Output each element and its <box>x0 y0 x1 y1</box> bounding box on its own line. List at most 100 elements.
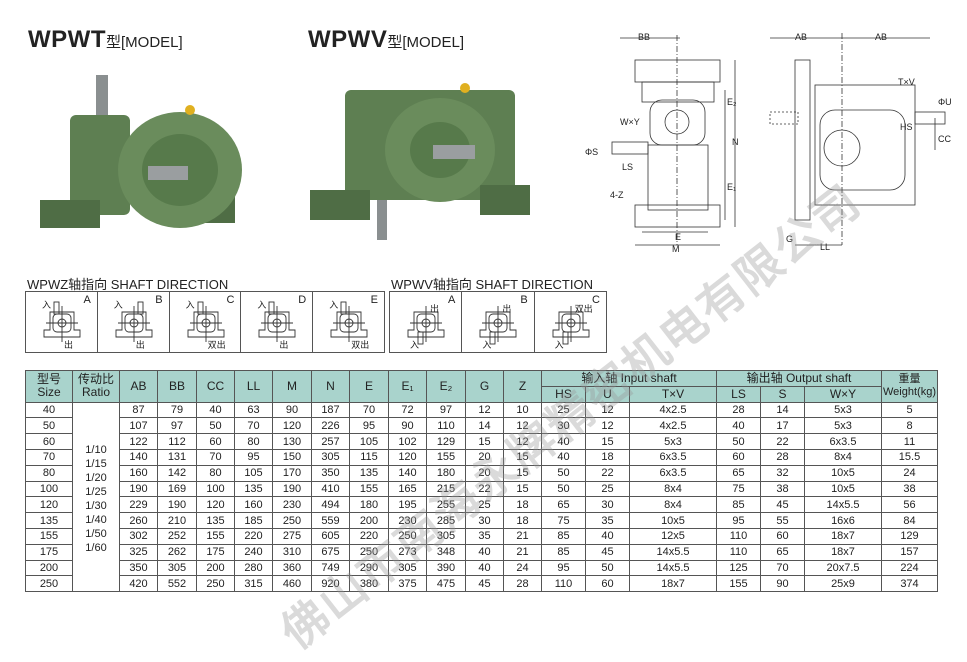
output-marker: 出 <box>135 340 145 350</box>
table-cell: 290 <box>349 559 389 577</box>
table-cell: 210 <box>157 512 197 529</box>
table-cell: 22 <box>585 464 630 482</box>
table-cell: 15 <box>465 433 504 450</box>
table-cell: 12 <box>503 417 542 435</box>
table-cell: 110 <box>716 543 761 561</box>
table-cell: 70 <box>349 401 389 419</box>
table-cell: 920 <box>311 575 350 593</box>
table-cell: 50 <box>541 464 586 482</box>
table-cell: 195 <box>388 496 427 514</box>
label-4z: 4-Z <box>610 190 624 200</box>
header-7: E₁ <box>388 370 427 403</box>
table-cell: 70 <box>196 448 235 466</box>
table-cell: 16x6 <box>804 512 882 529</box>
table-cell: 87 <box>119 401 158 419</box>
table-cell: 20x7.5 <box>804 559 882 577</box>
gearbox-diagram-icon <box>258 301 296 342</box>
header-ratio-text: 传动比 <box>77 372 114 387</box>
table-cell: 10 <box>503 401 542 419</box>
output-marker: 出 <box>279 340 289 350</box>
table-cell: 107 <box>119 417 158 435</box>
table-cell: 12 <box>503 433 542 450</box>
table-cell: 40 <box>196 401 235 419</box>
ratio-value: 1/30 <box>85 499 107 512</box>
table-cell: 140 <box>388 464 427 482</box>
table-cell: 180 <box>349 496 389 514</box>
table-cell: 60 <box>25 433 73 450</box>
table-cell: 40 <box>541 433 586 450</box>
table-cell: 175 <box>25 543 73 561</box>
wpwv-gearbox-photo <box>310 83 530 240</box>
table-cell: 50 <box>585 559 630 577</box>
table-cell: 305 <box>426 527 466 545</box>
table-cell: 97 <box>157 417 197 435</box>
table-cell: 14x5.5 <box>804 496 882 514</box>
table-cell: 60 <box>760 527 805 545</box>
wpwv-model: WPWV <box>308 26 388 53</box>
output-marker: 双出 <box>351 340 370 350</box>
label-n: N <box>732 137 739 147</box>
table-cell: 40 <box>465 543 504 561</box>
header-6: E <box>349 370 389 403</box>
table-cell: 240 <box>234 543 273 561</box>
table-cell: 135 <box>196 512 235 529</box>
ratio-value: 1/20 <box>85 471 107 484</box>
label-phi-u: ΦU <box>938 97 952 107</box>
input-marker: 入 <box>329 300 339 310</box>
gearbox-diagram-icon <box>552 306 590 345</box>
table-cell: 21 <box>503 543 542 561</box>
header-input-shaft: 输入轴 Input shaft <box>541 370 717 387</box>
header-5: N <box>311 370 350 403</box>
table-cell: 5x3 <box>629 433 717 450</box>
table-cell: 50 <box>25 417 73 435</box>
gearbox-diagram-icon <box>43 301 81 342</box>
table-cell: 187 <box>311 401 350 419</box>
table-cell: 20 <box>465 448 504 466</box>
table-cell: 200 <box>196 559 235 577</box>
table-cell: 10x5 <box>629 512 717 529</box>
label-hs: HS <box>900 122 913 132</box>
table-cell: 21 <box>503 527 542 545</box>
table-cell: 85 <box>716 496 761 514</box>
table-cell: 375 <box>388 575 427 593</box>
table-cell: 460 <box>272 575 312 593</box>
table-cell: 12x5 <box>629 527 717 545</box>
table-cell: 22 <box>760 433 805 450</box>
table-cell: 120 <box>25 496 73 514</box>
table-cell: 262 <box>157 543 197 561</box>
header-output-2: W×Y <box>804 385 882 403</box>
table-cell: 25 <box>465 496 504 514</box>
table-cell: 200 <box>349 512 389 529</box>
table-cell: 15 <box>503 480 542 498</box>
direction-letter: E <box>370 294 378 306</box>
table-cell: 155 <box>196 527 235 545</box>
gearbox-diagram-icon <box>330 301 368 342</box>
table-cell: 252 <box>157 527 197 545</box>
header-0: AB <box>119 370 158 403</box>
table-cell: 60 <box>196 433 235 450</box>
table-cell: 257 <box>311 433 350 450</box>
table-cell: 15.5 <box>881 448 938 466</box>
table-cell: 18 <box>503 512 542 529</box>
table-cell: 305 <box>388 559 427 577</box>
direction-letter: C <box>592 294 600 306</box>
table-cell: 155 <box>716 575 761 593</box>
header-input-0: HS <box>541 385 586 403</box>
table-cell: 110 <box>716 527 761 545</box>
table-cell: 40 <box>465 559 504 577</box>
table-cell: 95 <box>234 448 273 466</box>
table-cell: 285 <box>426 512 466 529</box>
table-cell: 40 <box>585 527 630 545</box>
table-cell: 675 <box>311 543 350 561</box>
table-cell: 45 <box>585 543 630 561</box>
gearbox-diagram-icon <box>407 306 445 345</box>
output-marker: 双出 <box>574 304 593 314</box>
input-marker: 入 <box>554 340 564 350</box>
